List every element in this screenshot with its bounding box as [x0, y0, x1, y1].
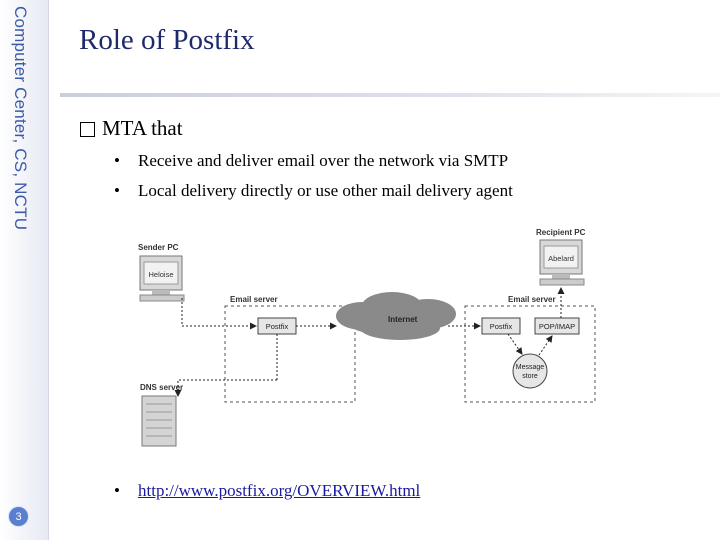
sender-to-postfix-arrow [181, 298, 257, 330]
recipient-pc-icon [539, 239, 585, 286]
sender-name: Heloise [148, 270, 173, 279]
sender-pc-label: Sender PC [138, 243, 179, 252]
sidebar-title: Computer Center, CS, NCTU [11, 6, 30, 231]
postfix-right-box [481, 317, 521, 335]
sender-pc-icon [139, 255, 185, 302]
bullet-text: Receive and deliver email over the netwo… [138, 151, 509, 170]
slide-title: Role of Postfix [79, 24, 255, 56]
dns-lookup-arrow [174, 379, 277, 397]
postfix-to-store-arrow [507, 333, 523, 355]
postfix-left-label: Postfix [266, 322, 289, 331]
postfix-mail-flow-diagram: Email server Email server Sender PC Helo… [138, 228, 596, 447]
sidebar [0, 0, 48, 540]
email-server-right-box [464, 305, 596, 403]
message-store-icon [512, 353, 548, 389]
internet-label: Internet [388, 315, 418, 324]
email-server-left-box [224, 305, 356, 403]
recipient-name: Abelard [548, 254, 574, 263]
title-underline-bar [60, 93, 720, 97]
recipient-pc-label: Recipient PC [536, 228, 586, 237]
bullet-text: Local delivery directly or use other mai… [138, 181, 513, 200]
bullet-dot-icon: • [114, 151, 120, 170]
pop-imap-label: POP/IMAP [539, 322, 575, 331]
dns-server-label: DNS server [140, 383, 183, 392]
internet-cloud-icon [336, 292, 456, 340]
overview-link[interactable]: http://www.postfix.org/OVERVIEW.html [138, 481, 421, 500]
bullet-item: • Local delivery directly or use other ma… [114, 181, 513, 201]
store-to-pop-arrow [538, 335, 553, 356]
dns-server-icon [141, 395, 177, 447]
bullet-item: • Receive and deliver email over the netw… [114, 151, 508, 171]
page-number-badge: 3 [8, 506, 29, 527]
sidebar-divider [48, 0, 49, 540]
bullet-item: • http://www.postfix.org/OVERVIEW.html [114, 481, 420, 501]
email-server-right-label: Email server [508, 295, 556, 304]
level1-text: MTA that [102, 116, 183, 140]
postfix-right-label: Postfix [490, 322, 513, 331]
message-store-label-line1: Message [516, 364, 545, 371]
bullet-dot-icon: • [114, 181, 120, 200]
level1-item: MTA that [80, 116, 183, 141]
bullet-dot-icon: • [114, 481, 120, 500]
checkbox-bullet-icon [80, 122, 95, 137]
email-server-left-label: Email server [230, 295, 278, 304]
message-store-label-line2: store [522, 373, 538, 380]
pop-imap-box [534, 317, 580, 335]
